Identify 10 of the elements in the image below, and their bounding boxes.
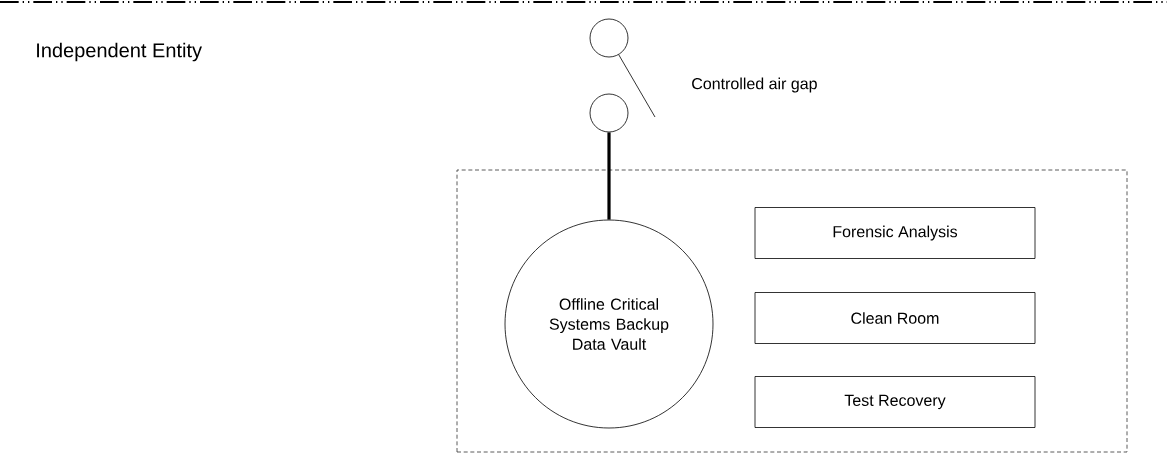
switch-blade — [618, 54, 656, 118]
section-title: Independent Entity — [37, 42, 202, 62]
process-box: Forensic Analysis — [754, 207, 1036, 259]
annotation: Controlled air gap — [692, 77, 817, 93]
switch-contact — [589, 93, 629, 133]
switch-contact — [589, 18, 629, 58]
connector-line — [607, 132, 611, 220]
dashed-boundary — [456, 169, 1128, 453]
process-box: Clean Room — [754, 292, 1036, 344]
process-box: Test Recovery — [754, 376, 1036, 428]
